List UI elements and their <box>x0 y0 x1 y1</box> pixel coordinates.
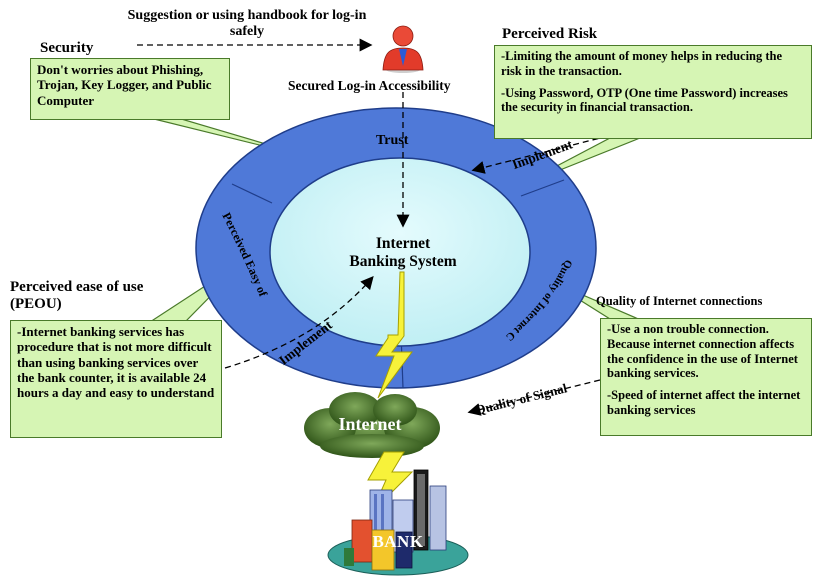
peou-title-line2: (PEOU) <box>10 296 62 313</box>
peou-title-line1: Perceived ease of use <box>10 279 144 295</box>
bank-label: BANK <box>372 532 424 551</box>
center-title-line2: Banking System <box>349 252 457 270</box>
lightning-bolt-icon <box>375 271 413 399</box>
peou-title: Perceived ease of use (PEOU) <box>10 279 143 314</box>
ring-divider-right <box>520 179 565 197</box>
secured-login-label: Secured Log-in Accessibility <box>288 78 451 93</box>
center-title: Internet Banking System <box>328 235 478 271</box>
center-title-line1: Internet <box>375 235 431 252</box>
cloud-icon <box>304 392 440 458</box>
perceived-risk-item-1: -Limiting the amount of money helps in r… <box>501 49 783 78</box>
ring-label-trust: Trust <box>376 133 409 148</box>
quality-signal-arrow <box>467 379 601 416</box>
peou-implement-arrow <box>224 276 374 369</box>
security-box-text: Don't worries about Phishing, Trojan, Ke… <box>37 62 212 108</box>
internet-cloud-label: Internet <box>338 414 402 434</box>
quality-title: Quality of Internet connections <box>596 294 763 308</box>
perceived-risk-item-2: -Using Password, OTP (One time Password)… <box>501 85 788 115</box>
suggestion-label: Suggestion or using handbook for log-in … <box>127 8 367 40</box>
perceived-risk-title: Perceived Risk <box>502 26 598 42</box>
quality-item-2: -Speed of internet affect the internet b… <box>607 388 801 417</box>
bank-buildings-icon <box>327 469 469 576</box>
ring-divider-left <box>231 183 273 204</box>
person-icon <box>382 25 424 73</box>
risk-implement-arrow <box>471 135 609 174</box>
peou-box-text: -Internet banking services has procedure… <box>17 324 215 401</box>
peou-box: -Internet banking services has procedure… <box>10 320 222 438</box>
quality-item-1: -Use a non trouble connection. Because i… <box>607 322 798 381</box>
security-box: Don't worries about Phishing, Trojan, Ke… <box>30 58 230 120</box>
inner-circle <box>269 157 531 347</box>
quality-box: -Use a non trouble connection. Because i… <box>600 318 812 436</box>
perceived-risk-box: -Limiting the amount of money helps in r… <box>494 45 812 139</box>
security-title: Security <box>40 40 94 56</box>
